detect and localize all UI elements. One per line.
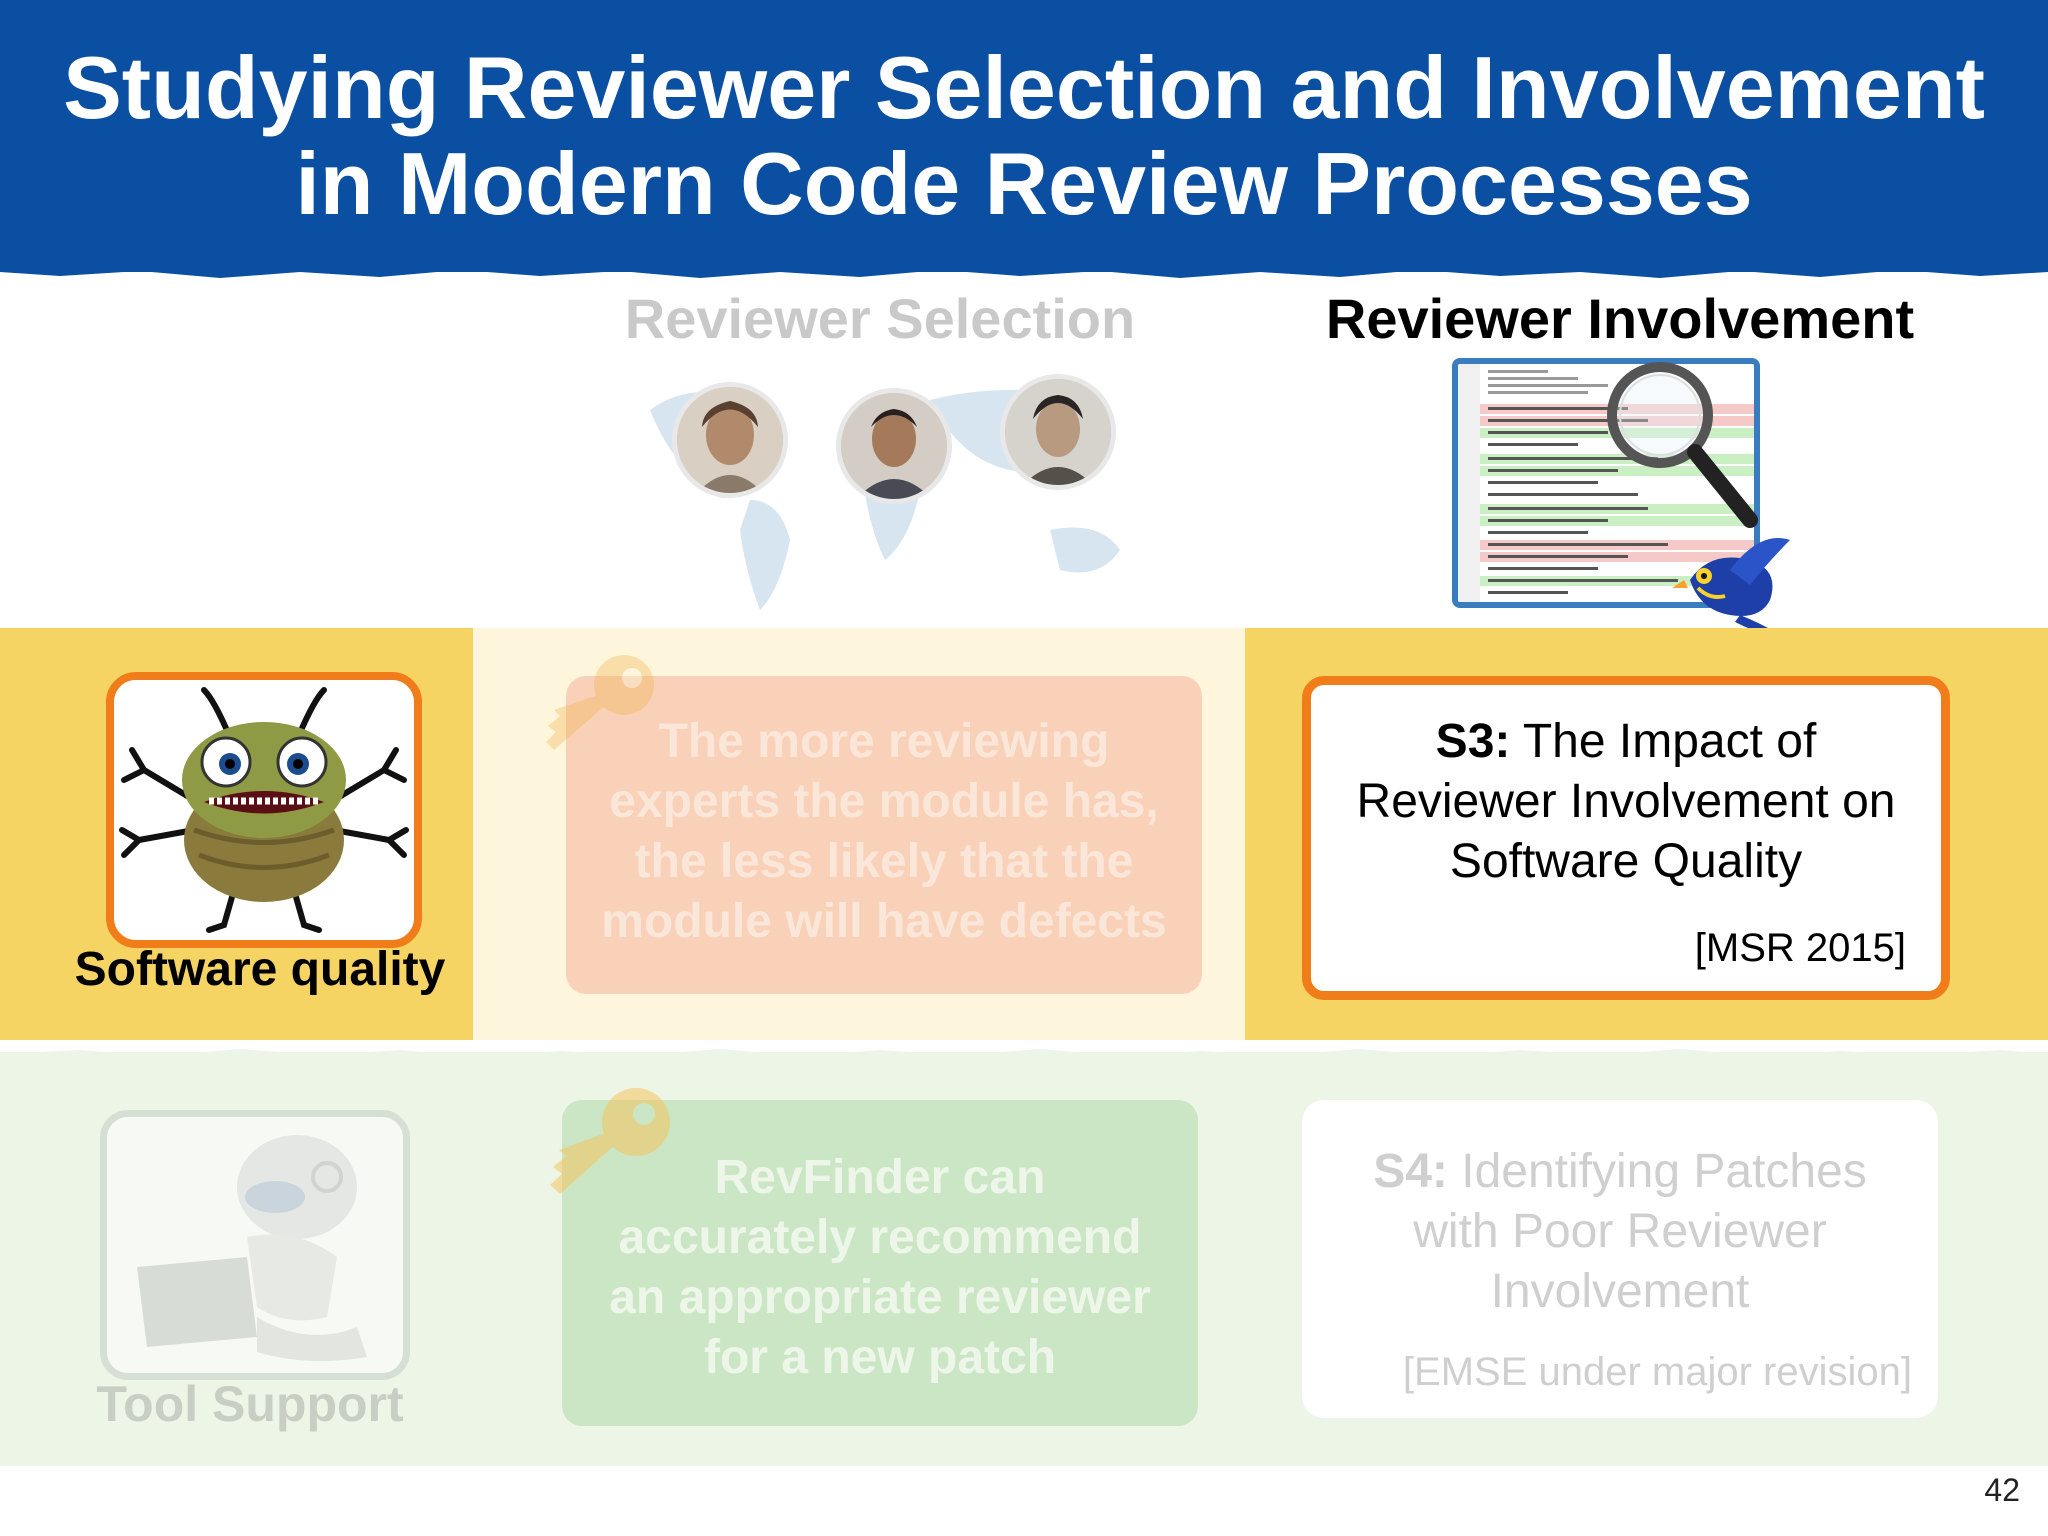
slide-title-line-1: Studying Reviewer Selection and Involvem… [63, 38, 1985, 137]
finding-line: RevFinder can [714, 1151, 1046, 1204]
study-venue-s3: [MSR 2015] [1694, 926, 1906, 970]
finding-box-tool [562, 1100, 1198, 1426]
key-icon [546, 655, 654, 750]
reviewer-avatar [672, 382, 788, 498]
slide-title-line-2: in Modern Code Review Processes [295, 134, 1753, 233]
slide-header [0, 0, 2048, 272]
key-icon [550, 1088, 670, 1194]
study-title-text: Involvement [1490, 1265, 1750, 1318]
finding-box-quality [566, 676, 1202, 994]
robot-illustration [100, 1110, 410, 1380]
column-heading-reviewer-selection: Reviewer Selection [624, 287, 1136, 350]
finding-line: module will have defects [601, 895, 1167, 948]
study-box-s3 [1302, 676, 1950, 1000]
study-title-text: with Poor Reviewer [1413, 1205, 1827, 1258]
study-title-text: Identifying Patches [1447, 1145, 1867, 1198]
column-heading-reviewer-involvement: Reviewer Involvement [1325, 287, 1915, 350]
study-code: S3: [1435, 715, 1511, 768]
study-box-s4 [1302, 1100, 1938, 1418]
bug-illustration [106, 672, 422, 948]
page-number: 42 [1984, 1472, 2020, 1508]
study-venue-s4: [EMSE under major revision] [1402, 1350, 1912, 1394]
finding-text-quality: The more reviewing experts the module ha… [566, 712, 1202, 952]
reviewer-avatar [836, 388, 952, 504]
row-label-software-quality: Software quality [74, 943, 446, 996]
study-title-text: Reviewer Involvement on [1356, 775, 1896, 828]
finding-line: accurately recommend [618, 1211, 1142, 1264]
study-title-s3: S3: The Impact of Reviewer Involvement o… [1311, 712, 1941, 892]
study-title-text: The Impact of [1510, 715, 1817, 768]
finding-line: The more reviewing [658, 715, 1110, 768]
bird-mascot-icon [1672, 538, 1790, 638]
slide-title: Studying Reviewer Selection and Involvem… [0, 40, 2048, 232]
reviewer-avatar [1000, 374, 1116, 490]
study-title-s4: S4: Identifying Patches with Poor Review… [1302, 1142, 1938, 1322]
finding-line: an appropriate reviewer [609, 1271, 1151, 1324]
magnifying-glass-icon [1607, 362, 1758, 528]
finding-text-tool: RevFinder can accurately recommend an ap… [562, 1148, 1198, 1388]
study-title-text: Software Quality [1449, 835, 1803, 888]
header-torn-edge [0, 250, 2048, 278]
finding-line: for a new patch [703, 1331, 1057, 1384]
study-code: S4: [1373, 1145, 1448, 1198]
row-label-tool-support: Tool Support [96, 1376, 404, 1432]
finding-line: the less likely that the [634, 835, 1134, 888]
finding-line: experts the module has, [609, 775, 1159, 828]
